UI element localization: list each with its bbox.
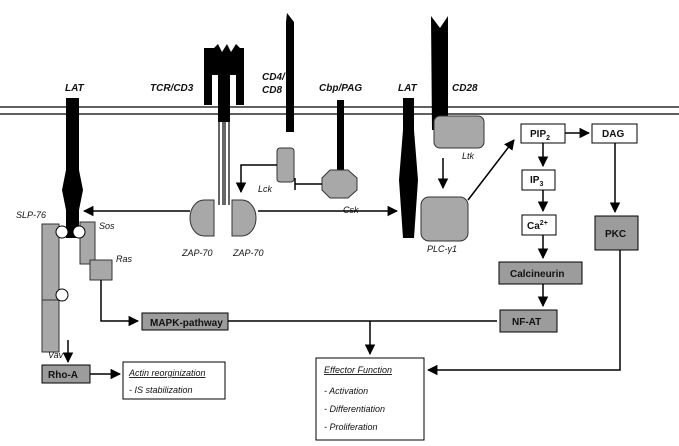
actin-item: - IS stabilization <box>129 385 193 395</box>
lat-right-label: LAT <box>398 83 418 94</box>
vav-label: Vav <box>48 350 64 360</box>
effector-title: Effector Function <box>324 365 392 375</box>
plc-to-pip2-arrow <box>467 139 515 201</box>
cd4-cd8-shape <box>286 13 294 132</box>
pkc-to-effector-arrow <box>426 250 621 376</box>
pip2-label: PIP2 <box>530 129 550 142</box>
plc-label: PLC-γ1 <box>427 244 457 254</box>
zap70-a-shape <box>189 199 215 237</box>
lat-left-shape <box>62 98 83 238</box>
pip2-sub: 2 <box>546 135 550 142</box>
actin-box <box>122 361 226 400</box>
ca-text: Ca <box>527 221 540 232</box>
lck-to-zap70-arrow <box>235 164 277 194</box>
effector-item-2: - Differentiation <box>324 404 385 414</box>
zap70-b-shape <box>231 199 257 237</box>
mapk-label: MAPK-pathway <box>150 318 223 329</box>
nfat-box <box>499 309 558 333</box>
calcineurin-label: Calcineurin <box>510 269 564 280</box>
pkc-label: PKC <box>605 229 626 240</box>
zap70-a-label: ZAP-70 <box>181 248 213 258</box>
csk-label: Csk <box>343 205 359 215</box>
slp76-binding-1 <box>55 225 69 239</box>
cbp-pag-label: Cbp/PAG <box>319 83 362 94</box>
cbp-pag-shape <box>337 100 344 170</box>
slp76-label: SLP-76 <box>16 210 46 220</box>
csk-inhibits-lck <box>294 178 322 190</box>
lck-shape <box>276 147 295 183</box>
ras-to-mapk-arrow <box>100 280 140 327</box>
sos-label: Sos <box>99 221 115 231</box>
ca-box <box>521 214 557 236</box>
ca-label: Ca2+ <box>527 220 548 232</box>
cd28-label: CD28 <box>452 83 478 94</box>
nfat-label: NF-AT <box>512 317 541 328</box>
ip3-box <box>521 169 556 191</box>
ca-sup: 2+ <box>540 220 548 227</box>
dag-label: DAG <box>602 129 624 140</box>
slp76-binding-2 <box>72 225 86 239</box>
ras-label: Ras <box>116 254 133 264</box>
cd28-shape <box>431 16 448 130</box>
csk-shape <box>321 169 358 199</box>
pip2-text: PIP <box>530 129 546 140</box>
rhoa-label: Rho-A <box>48 370 78 381</box>
effector-item-1: - Activation <box>324 386 368 396</box>
ip3-text: IP <box>530 175 540 186</box>
tcr-cd3-receptor <box>204 44 244 205</box>
calcineurin-box <box>498 261 583 285</box>
lat-right-shape <box>399 98 418 238</box>
ltk-shape <box>433 115 485 149</box>
lat-left-label: LAT <box>65 83 85 94</box>
ip3-sub: 3 <box>539 181 543 188</box>
vav-binding <box>55 288 69 302</box>
ras-shape <box>89 259 113 281</box>
pkc-box <box>594 215 639 251</box>
tcr-cd3-label: TCR/CD3 <box>150 83 194 94</box>
plc-shape <box>420 196 469 242</box>
ip3-label: IP3 <box>530 175 543 188</box>
effector-item-3: - Proliferation <box>324 422 378 432</box>
cd4-cd8-label-2: CD8 <box>262 85 282 96</box>
lck-label: Lck <box>258 184 273 194</box>
ltk-label: Ltk <box>462 151 475 161</box>
actin-title: Actin reorginization <box>128 368 206 378</box>
effector-box <box>315 357 425 441</box>
cd4-cd8-label-1: CD4/ <box>262 72 286 83</box>
zap70-b-label: ZAP-70 <box>232 248 264 258</box>
